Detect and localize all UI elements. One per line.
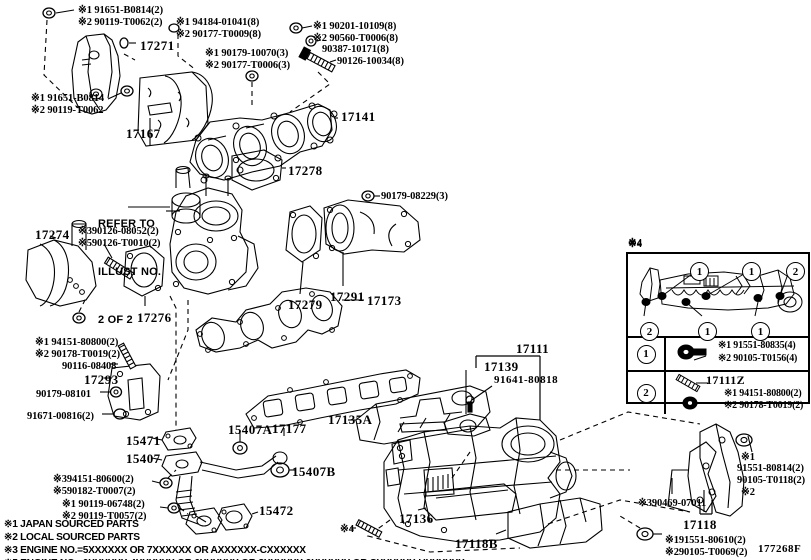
refer-line-2: ILLUST NO. (98, 265, 162, 278)
part-label-17136: 17136 (399, 511, 434, 526)
part-label-17291: 17291 (330, 289, 365, 304)
inset-callout-2: 2 (786, 262, 805, 281)
part-label-191651-b0814: ※1 91651-B0814 (31, 93, 105, 104)
footnote-legend: ※1 JAPAN SOURCED PARTS ※2 LOCAL SOURCED P… (4, 518, 465, 560)
inset-callout-1: 1 (690, 262, 709, 281)
inset-row-number-cell: 1 (628, 338, 666, 370)
inset-row2-line2: ※2 90178-T0019(2) (724, 400, 804, 411)
part-label-290119-t00572: ※2 90119-T0057(2) (62, 511, 147, 522)
part-label-15407b: 15407B (292, 464, 336, 479)
part-label-394151-806002: ※394151-80600(2) (53, 474, 134, 485)
circled-number: 2 (636, 383, 656, 403)
inset-marker-label: ※4 (628, 238, 642, 249)
inset-callout-2: 2 (640, 322, 659, 341)
part-label-290178-t00192: ※2 90178-T0019(2) (35, 349, 120, 360)
part-label-17173: 17173 (367, 293, 402, 308)
inset-row1-line2: ※2 90105-T0156(4) (718, 353, 798, 364)
inset-table-row: 2 17111Z ※1 94151-8080 (628, 370, 808, 414)
part-label-17135a: 17135A (328, 412, 373, 427)
inset-detail-box: 1 1 2 2 1 1 1 ※1 91551-80835(4) ※2 90105-T015… (626, 252, 810, 414)
part-label-4: ※4 (628, 239, 642, 250)
part-label-17276: 17276 (137, 310, 172, 325)
part-label-590182-t00072: ※590182-T0007(2) (53, 486, 136, 497)
circled-number: 1 (636, 344, 656, 364)
part-label-17177: 17177 (272, 421, 307, 436)
inset-part-number: 17111Z (706, 373, 746, 387)
part-label-17111: 17111 (516, 341, 550, 356)
inset-illustration: 1 1 2 2 1 1 (628, 254, 808, 341)
inset-callout-1: 1 (751, 322, 770, 341)
part-label-177268f: 177268F (758, 543, 802, 555)
part-label-90116-08408: 90116-08408 (62, 361, 117, 372)
footnote-line: ※2 LOCAL SOURCED PARTS (4, 532, 140, 544)
part-label-17271: 17271 (140, 38, 175, 53)
part-label-90105-t01182: 90105-T0118(2) (737, 475, 806, 486)
footnote-line: ※3 ENGINE NO.=5XXXXXX OR 7XXXXXX OR AXXX… (4, 545, 306, 557)
part-label-17274: 17274 (35, 227, 70, 242)
part-label-190119-067482: ※1 90119-06748(2) (62, 499, 145, 510)
part-label-17118b: 17118B (455, 536, 498, 551)
inset-callout-1: 1 (698, 322, 717, 341)
inset-table-row: 1 ※1 91551-80835(4) ※2 90105-T0156(4) (628, 336, 808, 370)
inset-row-content: 17111Z ※1 94151-80800(2) ※2 90178-T0019(… (666, 372, 808, 414)
part-label-17139: 17139 (484, 359, 519, 374)
part-label-290119-t0062: ※2 90119-T0062 (31, 105, 104, 116)
part-label-91641-80818: 91641-80818 (494, 374, 559, 386)
refer-line-1: REFER TO (98, 217, 156, 230)
part-label-290119-t00622: ※2 90119-T0062(2) (78, 17, 163, 28)
part-label-190179-100703: ※1 90179-10070(3) (205, 48, 289, 59)
refer-leader-line (166, 210, 180, 212)
part-label-191651-b08142: ※1 91651-B0814(2) (78, 5, 163, 16)
part-label-17141: 17141 (341, 109, 376, 124)
part-label-90179-082293: 90179-08229(3) (381, 191, 448, 202)
part-label-290177-t00063: ※2 90177-T0006(3) (205, 60, 290, 71)
part-label-91671-008162: 91671-00816(2) (27, 411, 94, 422)
part-label-15407: 15407 (126, 451, 161, 466)
part-label-17279: 17279 (288, 297, 323, 312)
part-label-15472: 15472 (259, 503, 294, 518)
inset-row-number-cell: 2 (628, 372, 666, 414)
part-label-17278: 17278 (288, 163, 323, 178)
part-label-191551-806102: ※191551-80610(2) (665, 535, 746, 546)
refer-line-3: 2 OF 2 (98, 313, 133, 326)
inset-row1-line1: ※1 91551-80835(4) (718, 340, 796, 351)
part-label-15471: 15471 (126, 433, 161, 448)
part-label-15407a: 15407A (228, 422, 273, 437)
part-label-390126-080522: ※390126-08052(2) (78, 226, 159, 237)
inset-row-content: ※1 91551-80835(4) ※2 90105-T0156(4) (666, 338, 808, 370)
part-label-90179-08101: 90179-08101 (36, 389, 91, 400)
part-label-4: ※4 (340, 524, 354, 535)
part-label-90126-100348: 90126-10034(8) (337, 56, 404, 67)
part-label-190201-101098: ※1 90201-10109(8) (313, 21, 397, 32)
part-label-91551-808142: 91551-80814(2) (737, 463, 804, 474)
part-label-390469-07011: ※390469-07011 (638, 498, 707, 509)
part-label-1: ※1 (741, 452, 755, 463)
part-label-590126-t00102: ※590126-T0010(2) (78, 238, 161, 249)
part-label-17293: 17293 (84, 372, 119, 387)
refer-to-note: REFER TO ILLUST NO. 2 OF 2 (98, 185, 161, 360)
part-label-17118: 17118 (683, 517, 717, 532)
part-label-17167: 17167 (126, 126, 161, 141)
part-label-194151-808002: ※1 94151-80800(2) (35, 337, 119, 348)
part-label-90387-101718: 90387-10171(8) (322, 44, 389, 55)
footnote-line: ※1 JAPAN SOURCED PARTS (4, 519, 139, 530)
part-label-290105-t00692: ※290105-T0069(2) (665, 547, 748, 558)
part-label-290560-t00068: ※2 90560-T0006(8) (313, 33, 398, 44)
part-label-290177-t00098: ※2 90177-T0009(8) (176, 29, 261, 40)
part-label-2: ※2 (741, 487, 755, 498)
footnote-line: ※5 ENGINE NO.=0XXXXXX-4XXXXXX OR 6XXXXXX… (4, 557, 465, 560)
inset-callout-1: 1 (742, 262, 761, 281)
inset-row2-line1: ※1 94151-80800(2) (724, 388, 802, 399)
part-label-194184-010418: ※1 94184-01041(8) (176, 17, 260, 28)
